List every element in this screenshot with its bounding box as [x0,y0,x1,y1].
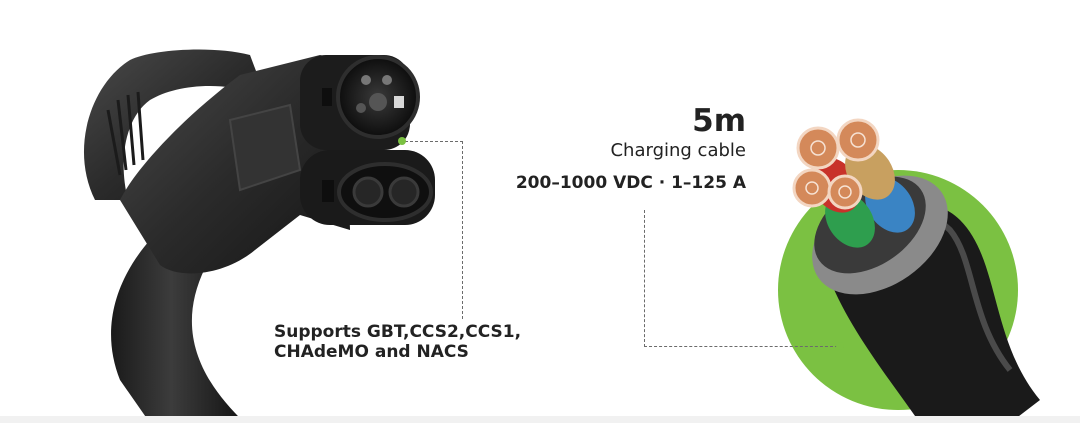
cable-description: Charging cable [610,140,746,161]
cable-cross-section-icon [778,118,1040,423]
bottom-divider [0,416,1080,423]
callout-dot-cable [836,342,844,350]
supported-standards-line-2: CHAdeMO and NACS [274,342,469,362]
callout-line-connector-vertical [462,141,463,319]
cable-spec-block: 5m Charging cable 200–1000 VDC · 1–125 A [516,103,746,194]
callout-line-connector [405,141,463,142]
callout-line-cable [644,346,838,347]
ev-charging-connector-icon [83,49,435,423]
supported-standards-text: Supports GBT,CCS2,CCS1, CHAdeMO and NACS [274,322,594,362]
callout-dot-connector [398,137,406,145]
callout-line-cable-vertical [644,210,645,347]
cable-rating: 200–1000 VDC · 1–125 A [515,173,746,193]
cable-length: 5m [692,103,746,139]
supported-standards-line-1: Supports GBT,CCS2,CCS1, [274,322,522,342]
